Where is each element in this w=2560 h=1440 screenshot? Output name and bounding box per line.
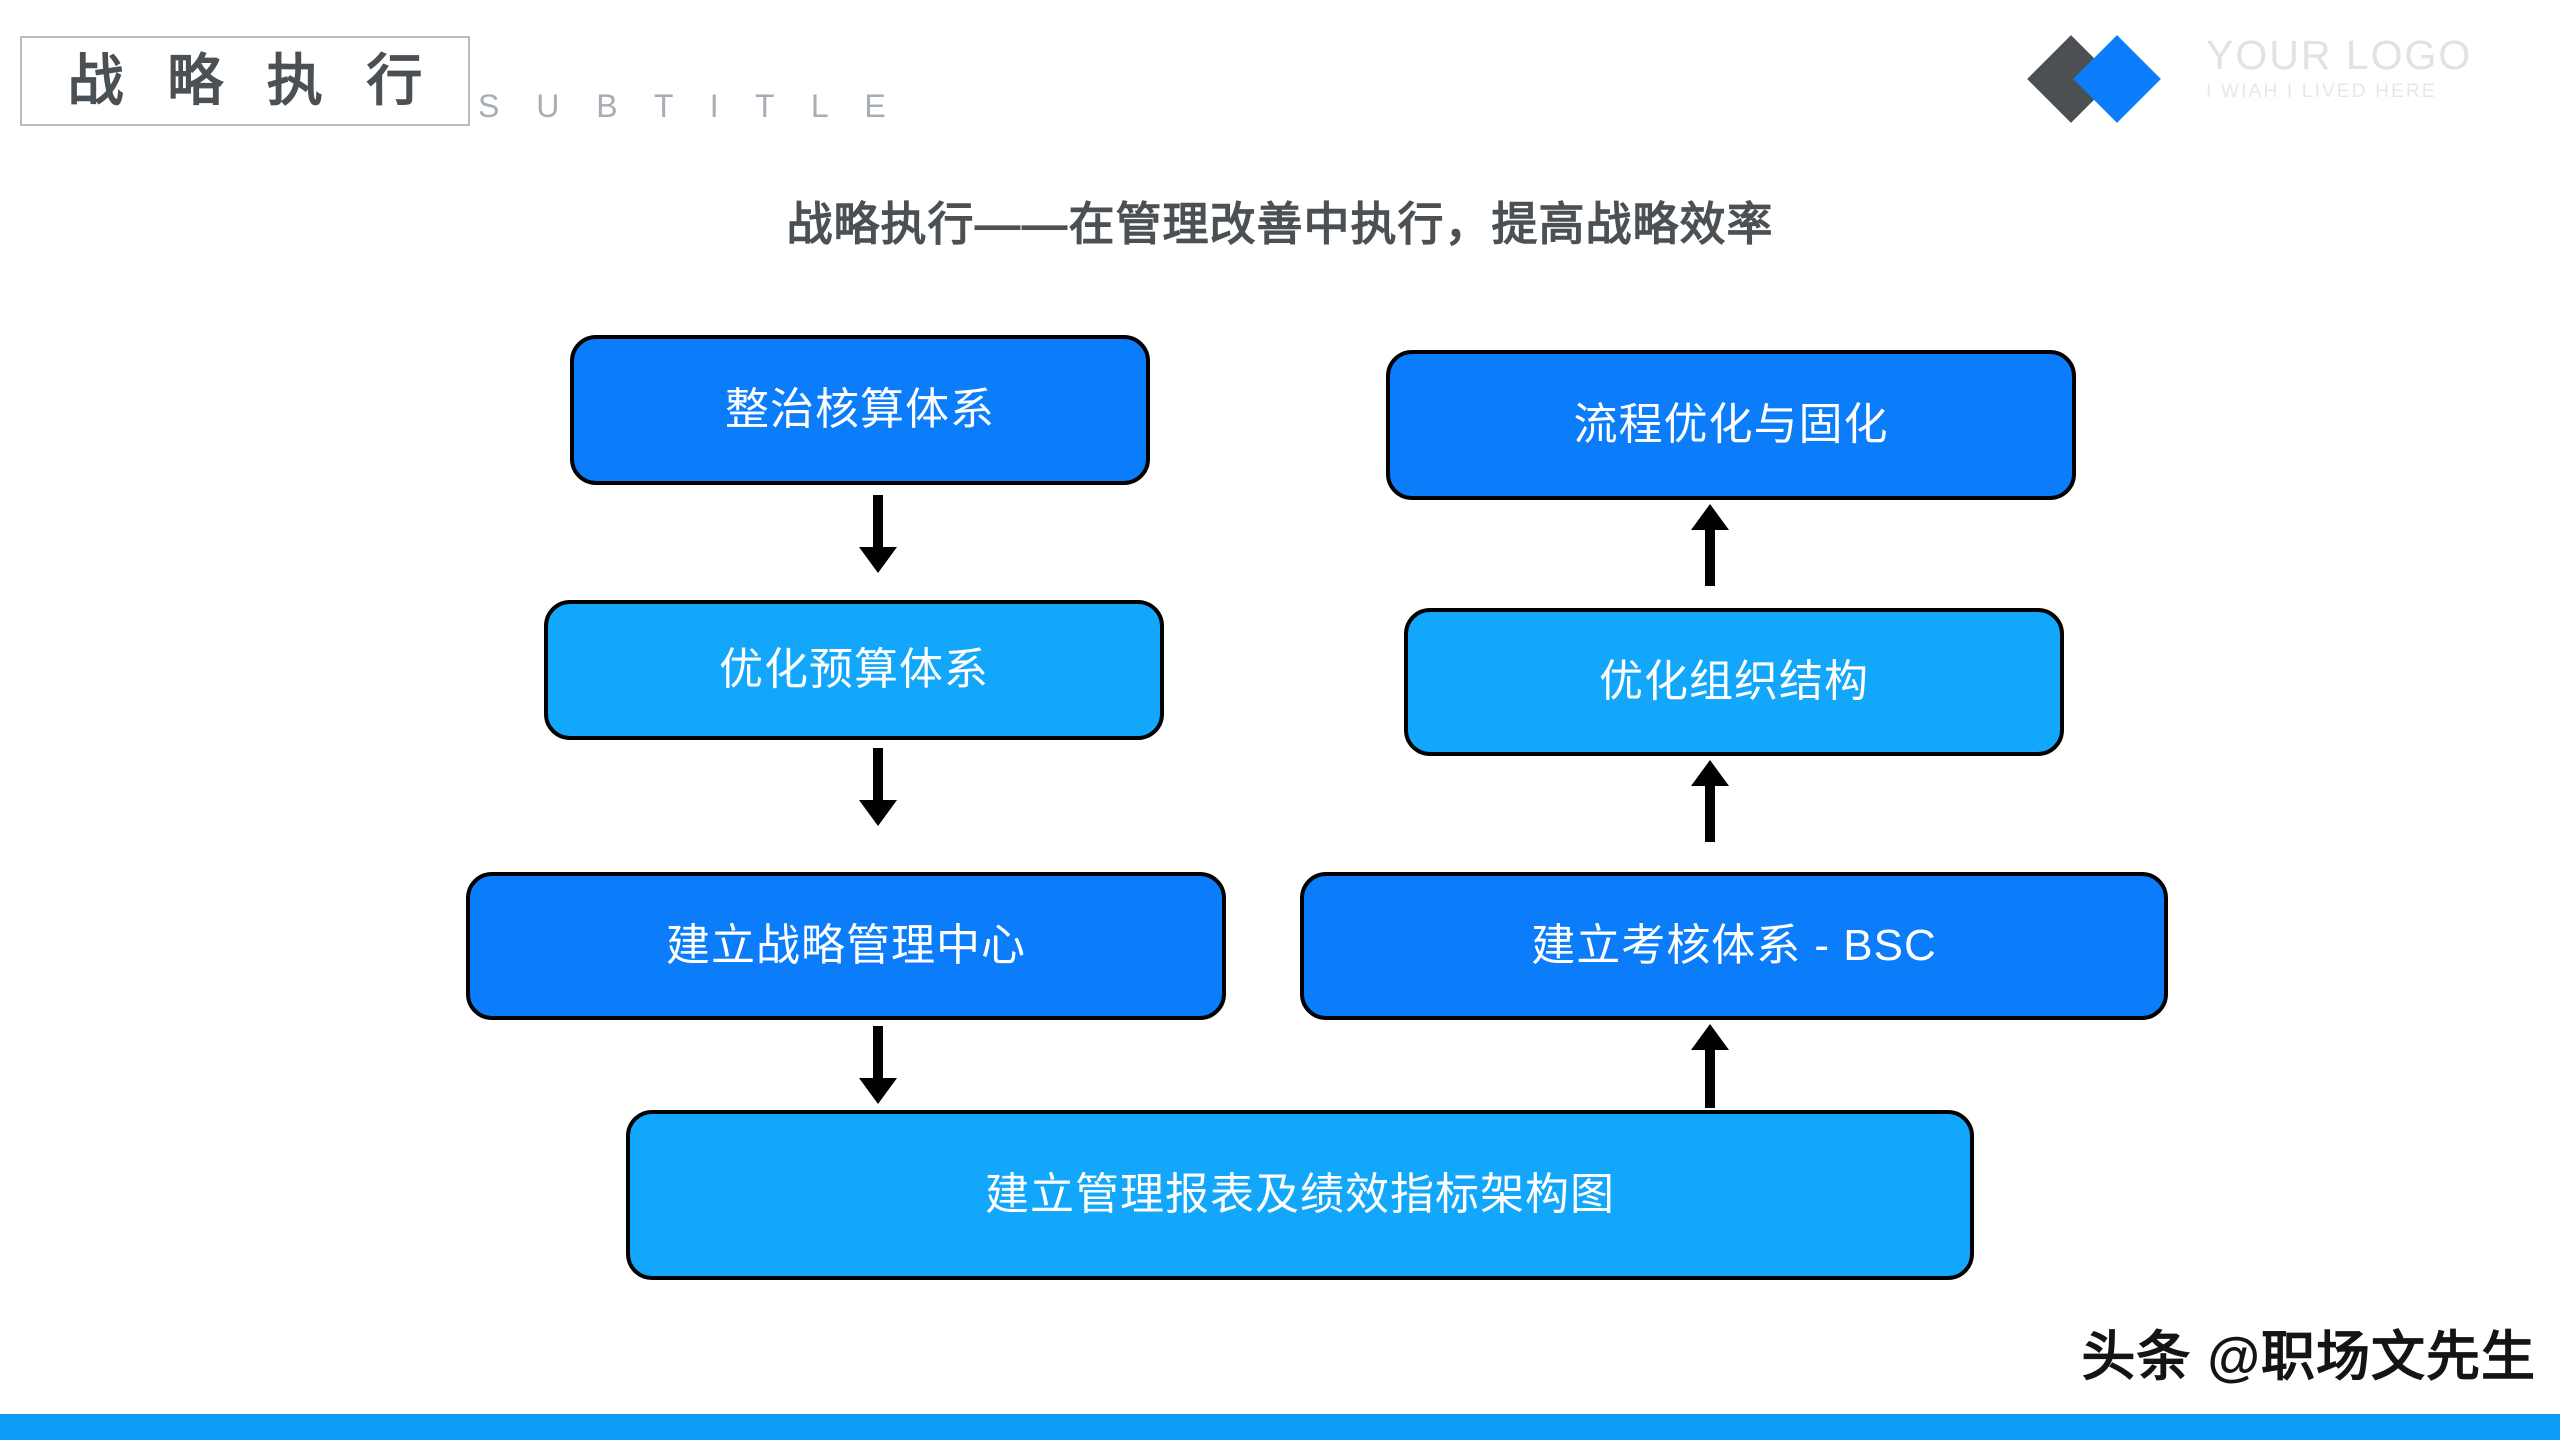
watermark: 头条 @职场文先生 <box>2081 1327 2536 1387</box>
flow-node-label: 建立战略管理中心 <box>666 920 1026 970</box>
flow-node-youhua-yusuan-tixi[interactable]: 优化预算体系 <box>544 600 1164 740</box>
page-title: 战 略 执 行 <box>67 49 437 112</box>
slide-title-box: 战 略 执 行 <box>20 36 470 126</box>
flow-node-label: 建立管理报表及绩效指标架构图 <box>985 1169 1615 1219</box>
flow-node-label: 优化预算体系 <box>719 644 989 694</box>
logo-tagline: I WIAH I LIVED HERE <box>2206 81 2437 103</box>
flow-node-zhengzhi-hesuan-tixi[interactable]: 整治核算体系 <box>570 335 1150 485</box>
flow-node-jianli-kaohe-tixi-bsc[interactable]: 建立考核体系 - BSC <box>1300 872 2168 1020</box>
page-subtitle: S U B T I T L E <box>478 88 900 124</box>
flow-node-label: 流程优化与固化 <box>1573 399 1889 449</box>
flow-node-jianli-guanli-baobiao[interactable]: 建立管理报表及绩效指标架构图 <box>626 1110 1974 1280</box>
main-heading: 战略执行——在管理改善中执行，提高战略效率 <box>786 198 1774 250</box>
flow-node-label: 建立考核体系 - BSC <box>1531 920 1937 970</box>
flow-node-label: 优化组织结构 <box>1599 656 1869 706</box>
slide-header: 战 略 执 行 S U B T I T L E YOUR LOGO I WIAH… <box>0 0 2560 160</box>
logo: YOUR LOGO I WIAH I LIVED HERE <box>2016 26 2536 123</box>
flow-node-label: 整治核算体系 <box>725 384 995 434</box>
flow-node-liucheng-youhua-yu-guhua[interactable]: 流程优化与固化 <box>1386 350 2076 500</box>
footer-bar <box>0 1414 2560 1440</box>
flow-node-youhua-zuzhi-jiegou[interactable]: 优化组织结构 <box>1404 608 2064 756</box>
logo-text-block: YOUR LOGO I WIAH I LIVED HERE <box>2206 32 2536 103</box>
logo-name: YOUR LOGO <box>2206 32 2473 78</box>
flow-node-jianli-zhanlue-guanli-zhongxin[interactable]: 建立战略管理中心 <box>466 872 1226 1020</box>
